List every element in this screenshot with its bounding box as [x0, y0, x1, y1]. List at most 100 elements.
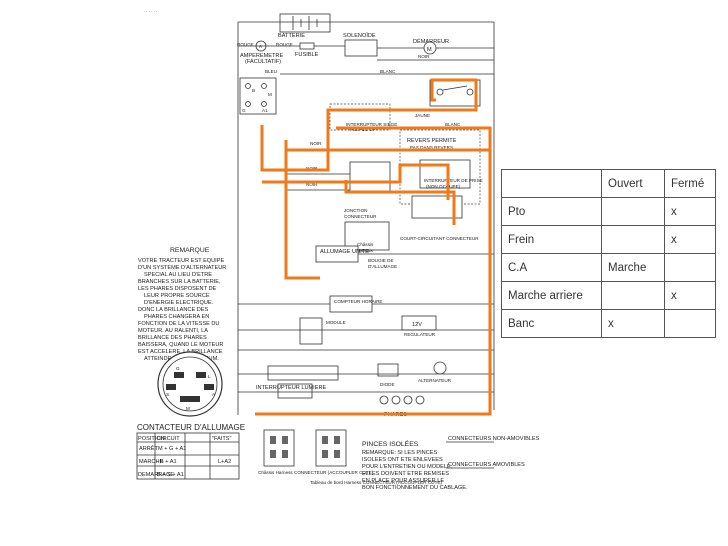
svg-text:CIRCUIT: CIRCUIT: [157, 436, 180, 442]
svg-text:PAS DANS REVERS: PAS DANS REVERS: [410, 145, 453, 150]
switch-status-table: Ouvert Fermé Pto x Frein x C.A Marche Ma…: [501, 169, 716, 338]
fuse-label: FUSIBLE: [295, 52, 319, 58]
svg-text:ROUGE: ROUGE: [237, 42, 254, 47]
svg-text:DEMARRAGE: DEMARRAGE: [138, 472, 174, 478]
row-name: C.A: [501, 253, 602, 282]
svg-text:CONNECTEUR: CONNECTEUR: [344, 214, 377, 219]
pto-switch-label: INTERRUPTEUR DE PRISE: [424, 178, 483, 183]
svg-text:M: M: [186, 406, 190, 411]
svg-text:BAISSERA, QUAND LE MOTEUR: BAISSERA, QUAND LE MOTEUR: [138, 342, 223, 348]
svg-text:"FAITS": "FAITS": [212, 436, 232, 442]
svg-text:POSITION: POSITION: [138, 436, 165, 442]
ignition-unit-section: ALLUMAGE UNITE BOUGIE DE D'ALLUMAGE COMP…: [238, 245, 494, 351]
ignition-switch-face: G L S A M: [157, 351, 223, 417]
svg-text:ELLES DOIVENT ETRE REMISES: ELLES DOIVENT ETRE REMISES: [362, 471, 449, 477]
clips-title: PINCES ISOLÉES: [362, 439, 419, 448]
row-ferme: x: [664, 281, 716, 310]
svg-text:NOIR: NOIR: [418, 54, 430, 59]
svg-text:SPECIAL AU LIEU D'ETRE: SPECIAL AU LIEU D'ETRE: [144, 272, 212, 278]
voltage-label: 12V: [412, 322, 422, 328]
battery-label: BATTERIE: [278, 33, 305, 39]
highlighted-wires: [255, 78, 492, 416]
svg-text:(NON OCCUPE): (NON OCCUPE): [426, 184, 461, 189]
hour-meter-label: COMPTEUR HORAIRE: [334, 299, 383, 304]
svg-text:B + S + A1: B + S + A1: [157, 472, 184, 478]
svg-text:PHARES CHANGERA EN: PHARES CHANGERA EN: [144, 314, 209, 320]
table-row: Frein x: [501, 225, 716, 254]
svg-text:L: L: [208, 374, 211, 379]
alternator-label: ALTERNATEUR: [418, 378, 452, 383]
svg-text:NOIR: NOIR: [306, 182, 318, 187]
svg-text:A: A: [259, 44, 263, 49]
svg-text:D'ENERGIE ELECTRIQUE.: D'ENERGIE ELECTRIQUE.: [144, 300, 214, 306]
battery-section: BATTERIE SOLENOÏDE DÉMARREUR M: [237, 13, 495, 415]
svg-text:REMARQUE: SI LES PINCES: REMARQUE: SI LES PINCES: [362, 450, 437, 456]
table-row: Pto x: [501, 197, 716, 226]
row-name: Frein: [501, 225, 602, 254]
shorting-connector-label: COURT-CIRCUITANT CONNECTEUR: [400, 236, 479, 241]
remarque-title: REMARQUE: [170, 247, 210, 254]
row-ouvert: [601, 281, 665, 310]
svg-text:MODULE: MODULE: [326, 320, 346, 325]
switch-boxes: JAUNE BLANC INTERRUPTEUR SIEGE PEDALE UP…: [286, 79, 483, 253]
contactor-title: CONTACTEUR D'ALLUMAGE: [137, 423, 245, 432]
svg-text:Harnais: Harnais: [357, 248, 374, 253]
svg-text:DONC LA BRILLANCE DES: DONC LA BRILLANCE DES: [138, 307, 209, 313]
svg-text:MOTEUR. AU RALENTI, LA: MOTEUR. AU RALENTI, LA: [138, 328, 208, 334]
row-ferme: x: [664, 197, 716, 226]
svg-text:M: M: [427, 47, 432, 53]
svg-text:A: A: [212, 392, 216, 397]
header-empty: [501, 169, 602, 198]
svg-text:ISOLEES ONT ETE ENLEVEES: ISOLEES ONT ETE ENLEVEES: [362, 457, 443, 463]
svg-text:M: M: [268, 92, 272, 97]
row-ferme: x: [664, 225, 716, 254]
remarque-block: REMARQUE VOTRE TRACTEUR EST EQUIPE D'UN …: [138, 247, 226, 362]
corner-mark: . . . . .: [146, 8, 158, 13]
svg-text:A1: A1: [262, 108, 268, 113]
svg-text:LES PHARES DISPOSENT DE: LES PHARES DISPOSENT DE: [138, 286, 217, 292]
seat-switch-label: INTERRUPTEUR SIEGE: [346, 122, 397, 127]
solenoid-label: SOLENOÏDE: [343, 32, 376, 39]
header-ferme: Fermé: [664, 169, 716, 198]
diode-label: DIODE: [380, 382, 395, 387]
row-name: Banc: [501, 309, 602, 338]
header-ouvert: Ouvert: [601, 169, 665, 198]
status-table-header: Ouvert Fermé: [501, 169, 716, 198]
svg-text:VOTRE TRACTEUR EST EQUIPE: VOTRE TRACTEUR EST EQUIPE: [138, 258, 224, 264]
svg-text:BLANC: BLANC: [445, 122, 461, 127]
svg-text:LEUR PROPRE SOURCE: LEUR PROPRE SOURCE: [144, 293, 210, 299]
svg-text:EST ACCELERE, LA BRILLANCE: EST ACCELERE, LA BRILLANCE: [138, 349, 223, 355]
clips-note: PINCES ISOLÉES REMARQUE: SI LES PINCES I…: [362, 439, 468, 491]
light-switch-label: INTERRUPTEUR LUMIERE: [256, 385, 327, 391]
row-name: Marche arriere: [501, 281, 602, 310]
dashboard-harness-caption: Tableau de bord Harness CONNECTEUR (ACCO…: [310, 480, 442, 485]
svg-text:D'UN SYSTEME D'ALTERNATEUR: D'UN SYSTEME D'ALTERNATEUR: [138, 265, 226, 271]
reverse-permit-label: REVERS PERMITE: [407, 138, 457, 144]
svg-text:B + A1: B + A1: [160, 459, 177, 465]
svg-text:FONCTION DE LA VITESSE DU: FONCTION DE LA VITESSE DU: [138, 321, 219, 327]
svg-text:L+A2: L+A2: [218, 459, 231, 465]
svg-text:BOUGIE DE: BOUGIE DE: [368, 258, 394, 263]
svg-text:REGULATEUR: REGULATEUR: [404, 332, 436, 337]
svg-text:BLANC: BLANC: [380, 69, 396, 74]
removable-label: CONNECTEURS AMOVIBLES: [448, 462, 525, 468]
svg-text:POUR L'ENTRETIEN OU MODELE,: POUR L'ENTRETIEN OU MODELE,: [362, 464, 453, 470]
ignition-unit-label: ALLUMAGE UNITE: [320, 249, 369, 255]
svg-text:NOIR: NOIR: [310, 141, 322, 146]
row-ferme: [664, 309, 716, 338]
chassis-harness-caption: Châssis Harness CONNECTEUR (ACCOUPLER CO…: [258, 470, 374, 475]
svg-text:D'ALLUMAGE: D'ALLUMAGE: [368, 264, 397, 269]
row-ouvert: Marche: [601, 253, 665, 282]
svg-text:ROUGE: ROUGE: [276, 42, 293, 47]
lights-section: DIODE ALTERNATEUR INTERRUPTEUR LUMIERE P…: [238, 361, 494, 418]
svg-text:MARCHE: MARCHE: [139, 459, 164, 465]
svg-text:Châssis: Châssis: [357, 242, 374, 247]
contactor-table: CONTACTEUR D'ALLUMAGE POSITION CIRCUIT "…: [136, 423, 245, 480]
svg-text:S: S: [166, 392, 169, 397]
svg-text:(FACULTATIF): (FACULTATIF): [245, 59, 281, 65]
svg-text:EN PLACE POUR ASSURER LE: EN PLACE POUR ASSURER LE: [362, 478, 444, 484]
svg-text:G: G: [176, 366, 180, 371]
svg-text:BRANCHES SUR LA BATTERIE,: BRANCHES SUR LA BATTERIE,: [138, 279, 221, 285]
